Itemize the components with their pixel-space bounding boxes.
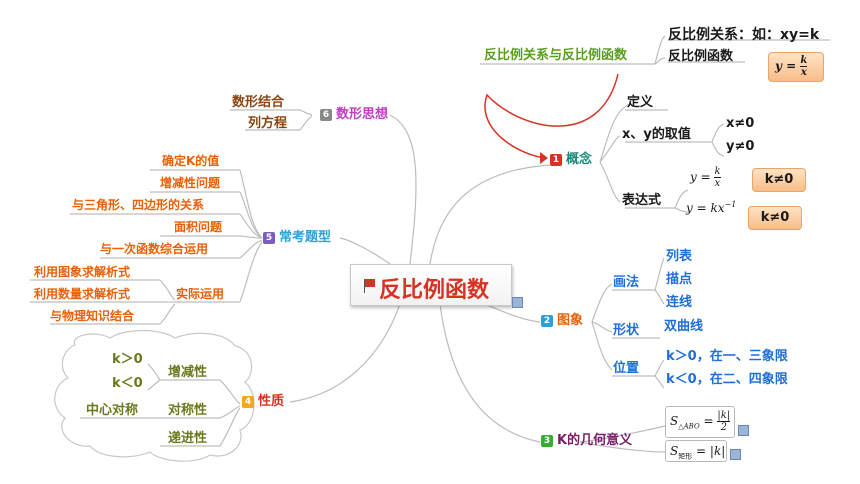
branch-1-badge: 1 [550,154,562,166]
equation-node[interactable]: 列方程 [248,116,288,131]
definition-node[interactable]: 定义 [627,95,654,110]
xy-range-node[interactable]: x、y的取值 [622,127,691,142]
central-title: 反比例函数 [379,278,490,303]
k-positive-node[interactable]: k＞0 [112,352,143,367]
center-symmetry-node[interactable]: 中心对称 [86,403,139,418]
flag-icon [365,279,375,287]
step-connect-lines[interactable]: 连线 [666,295,693,310]
shape-node[interactable]: 形状 [613,323,640,338]
symmetry-node[interactable]: 对称性 [168,403,208,418]
practical-graph[interactable]: 利用图象求解析式 [34,265,131,279]
branch-2-badge: 2 [541,315,553,327]
asymptote-node[interactable]: 递进性 [168,431,208,446]
question-type-find-k[interactable]: 确定K的值 [162,154,220,168]
question-type-linear-combo[interactable]: 与一次函数综合运用 [100,242,209,256]
branch-3-title[interactable]: K的几何意义 [557,433,633,448]
step-plot-points[interactable]: 描点 [666,272,693,287]
question-type-area[interactable]: 面积问题 [174,220,223,234]
branch-2-title[interactable]: 图象 [557,313,584,328]
k-negative-node[interactable]: k＜0 [112,376,143,391]
branch-1-title[interactable]: 概念 [566,152,593,167]
x-condition[interactable]: x≠0 [726,116,755,131]
formula-area-rect-box: S矩形 = |k| [665,440,727,462]
note-icon[interactable] [512,297,523,308]
position-node[interactable]: 位置 [613,361,640,376]
branch-5-title[interactable]: 常考题型 [279,230,332,245]
expression-node[interactable]: 表达式 [622,193,662,208]
practical-node[interactable]: 实际运用 [176,287,225,301]
monotonic-node[interactable]: 增减性 [168,365,208,380]
question-type-monotonic[interactable]: 增减性问题 [160,176,221,190]
branch-4-badge: 4 [242,396,254,408]
step-list-table[interactable]: 列表 [666,249,693,264]
number-shape-combine[interactable]: 数形结合 [232,95,285,110]
question-type-triangle-quad[interactable]: 与三角形、四边形的关系 [72,198,205,212]
practical-physics[interactable]: 与物理知识结合 [50,309,135,323]
k-condition-box-1[interactable]: k≠0 [752,168,806,192]
central-topic[interactable]: 反比例函数 [350,264,512,306]
flag-pole [364,279,365,293]
note-icon-2[interactable] [738,425,749,436]
note-icon-3[interactable] [730,449,741,460]
function-definition[interactable]: 反比例函数 [668,49,734,64]
position-k-negative[interactable]: k＜0，在二、四象限 [666,372,788,387]
position-k-positive[interactable]: k＞0，在一、三象限 [666,349,788,364]
formula-area-rect: S矩形 = |k| [670,444,726,461]
formula-expr-2: y = kx−1 [686,200,737,215]
practical-quantity[interactable]: 利用数量求解析式 [34,287,131,301]
branch-5-badge: 5 [263,232,275,244]
branch-6-badge: 6 [320,109,332,121]
branch-4-title[interactable]: 性质 [258,394,285,409]
shape-value[interactable]: 双曲线 [664,319,704,334]
formula-area-triangle: S△ABO = |k|2 [670,410,731,433]
formula-area-triangle-box: S△ABO = |k|2 [665,406,735,438]
drawing-method-node[interactable]: 画法 [613,275,640,290]
relation-definition[interactable]: 反比例关系：如：xy=k [668,27,820,43]
branch-3-badge: 3 [541,435,553,447]
k-condition-box-2[interactable]: k≠0 [748,206,802,230]
top-branch-title[interactable]: 反比例关系与反比例函数 [484,48,628,63]
y-condition[interactable]: y≠0 [726,139,755,154]
branch-6-title[interactable]: 数形思想 [336,107,389,122]
